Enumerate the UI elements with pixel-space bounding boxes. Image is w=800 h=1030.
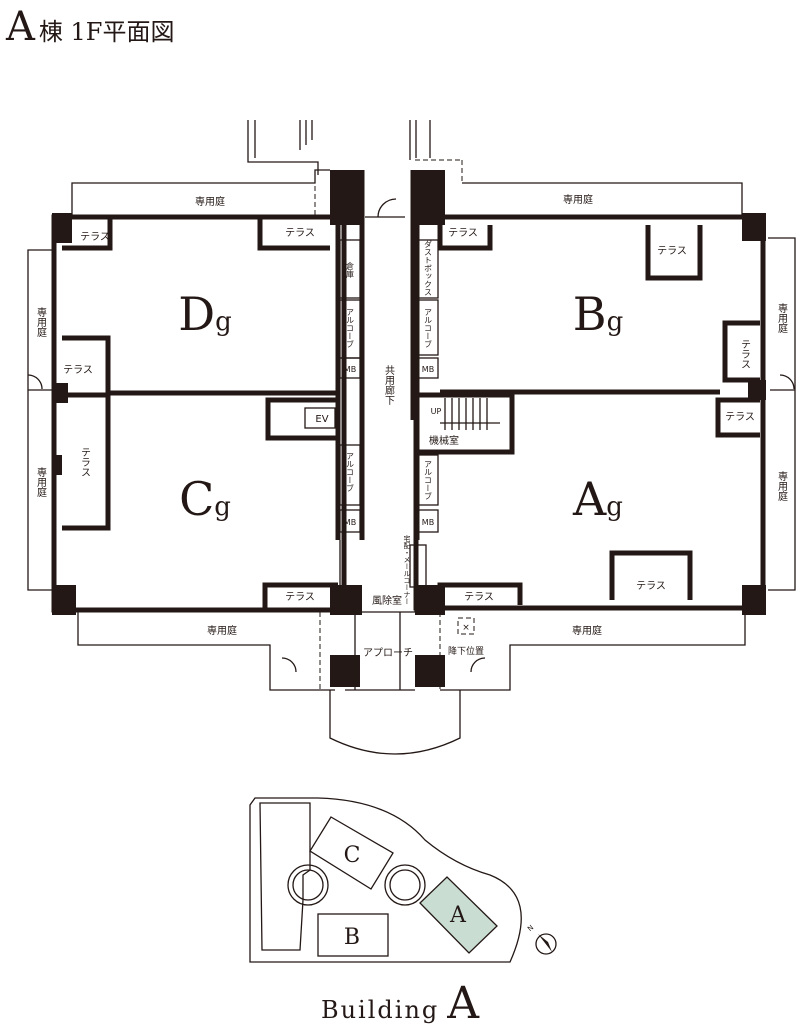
- unit-label-b: Bg: [573, 287, 623, 341]
- delivery-mail-label: 宅配・メールコーナー: [403, 534, 411, 605]
- machine-room-label: 機械室: [429, 434, 459, 447]
- garden-label: 専用庭: [572, 624, 602, 637]
- windbreak-room-label: 風除室: [372, 594, 402, 607]
- svg-text:B: B: [344, 925, 360, 950]
- title-text: 棟 1F平面図: [38, 18, 175, 46]
- storage-label: 倉庫: [346, 261, 355, 279]
- garden-label: 専用庭: [195, 195, 225, 208]
- terrace-label: テラス: [636, 580, 666, 592]
- site-map: C B A N: [249, 797, 557, 963]
- mb-label: MB: [422, 365, 434, 374]
- terrace-label: テラス: [285, 227, 315, 239]
- approach-label: アプローチ: [363, 647, 413, 659]
- garden-label: 専用庭: [563, 193, 593, 206]
- site-building-a-highlighted: A: [419, 876, 498, 954]
- terrace-label: テラス: [63, 364, 93, 376]
- descent-position-label: 降下位置: [448, 645, 484, 657]
- site-building-c: C: [309, 816, 394, 890]
- svg-text:C: C: [344, 843, 361, 868]
- up-label: UP: [431, 407, 442, 416]
- alcove-label: アルコーブ: [346, 308, 355, 348]
- terrace-label: テラス: [80, 231, 110, 243]
- garden-label: 専用庭: [207, 624, 237, 637]
- approach-arc: [329, 690, 461, 755]
- mb-label: MB: [344, 365, 356, 374]
- terrace-label: テラス: [285, 591, 315, 603]
- compass-icon: N: [526, 924, 557, 955]
- private-gardens: [27, 159, 796, 691]
- mb-label: MB: [344, 518, 356, 527]
- dust-box-label: ダストボックス: [424, 239, 433, 296]
- walls: [51, 170, 766, 691]
- building-letter: A: [447, 978, 480, 1029]
- alcove-label: アルコーブ: [424, 308, 433, 348]
- terrace-label: テラス: [725, 411, 755, 423]
- unit-label-d: Dg: [178, 287, 232, 341]
- title-letter: A: [6, 4, 35, 50]
- garden-label: 専用庭: [35, 467, 47, 498]
- top-stairs: [247, 120, 431, 175]
- garden-label: 専用庭: [35, 307, 47, 338]
- unit-label-a: Ag: [572, 472, 623, 526]
- garden-label: 専用庭: [776, 303, 788, 334]
- svg-text:N: N: [526, 924, 535, 934]
- terrace-label: テラス: [464, 591, 494, 603]
- terrace-label: テラス: [739, 339, 750, 369]
- corridor-label: 共用廊下: [383, 365, 395, 406]
- descent-mark: ×: [462, 623, 470, 633]
- garden-label: 専用庭: [776, 471, 788, 502]
- ev-label: EV: [315, 414, 328, 425]
- alcove-label: アルコーブ: [424, 460, 433, 500]
- mb-label: MB: [422, 518, 434, 527]
- terrace-label: テラス: [448, 227, 478, 239]
- site-building-b: B: [317, 913, 389, 957]
- unit-label-c: Cg: [179, 472, 231, 526]
- terrace-label: テラス: [657, 245, 687, 257]
- alcove-label: アルコーブ: [346, 452, 355, 492]
- building-word: Building: [320, 996, 440, 1024]
- svg-text:A: A: [449, 903, 467, 928]
- terrace-label: テラス: [79, 447, 90, 477]
